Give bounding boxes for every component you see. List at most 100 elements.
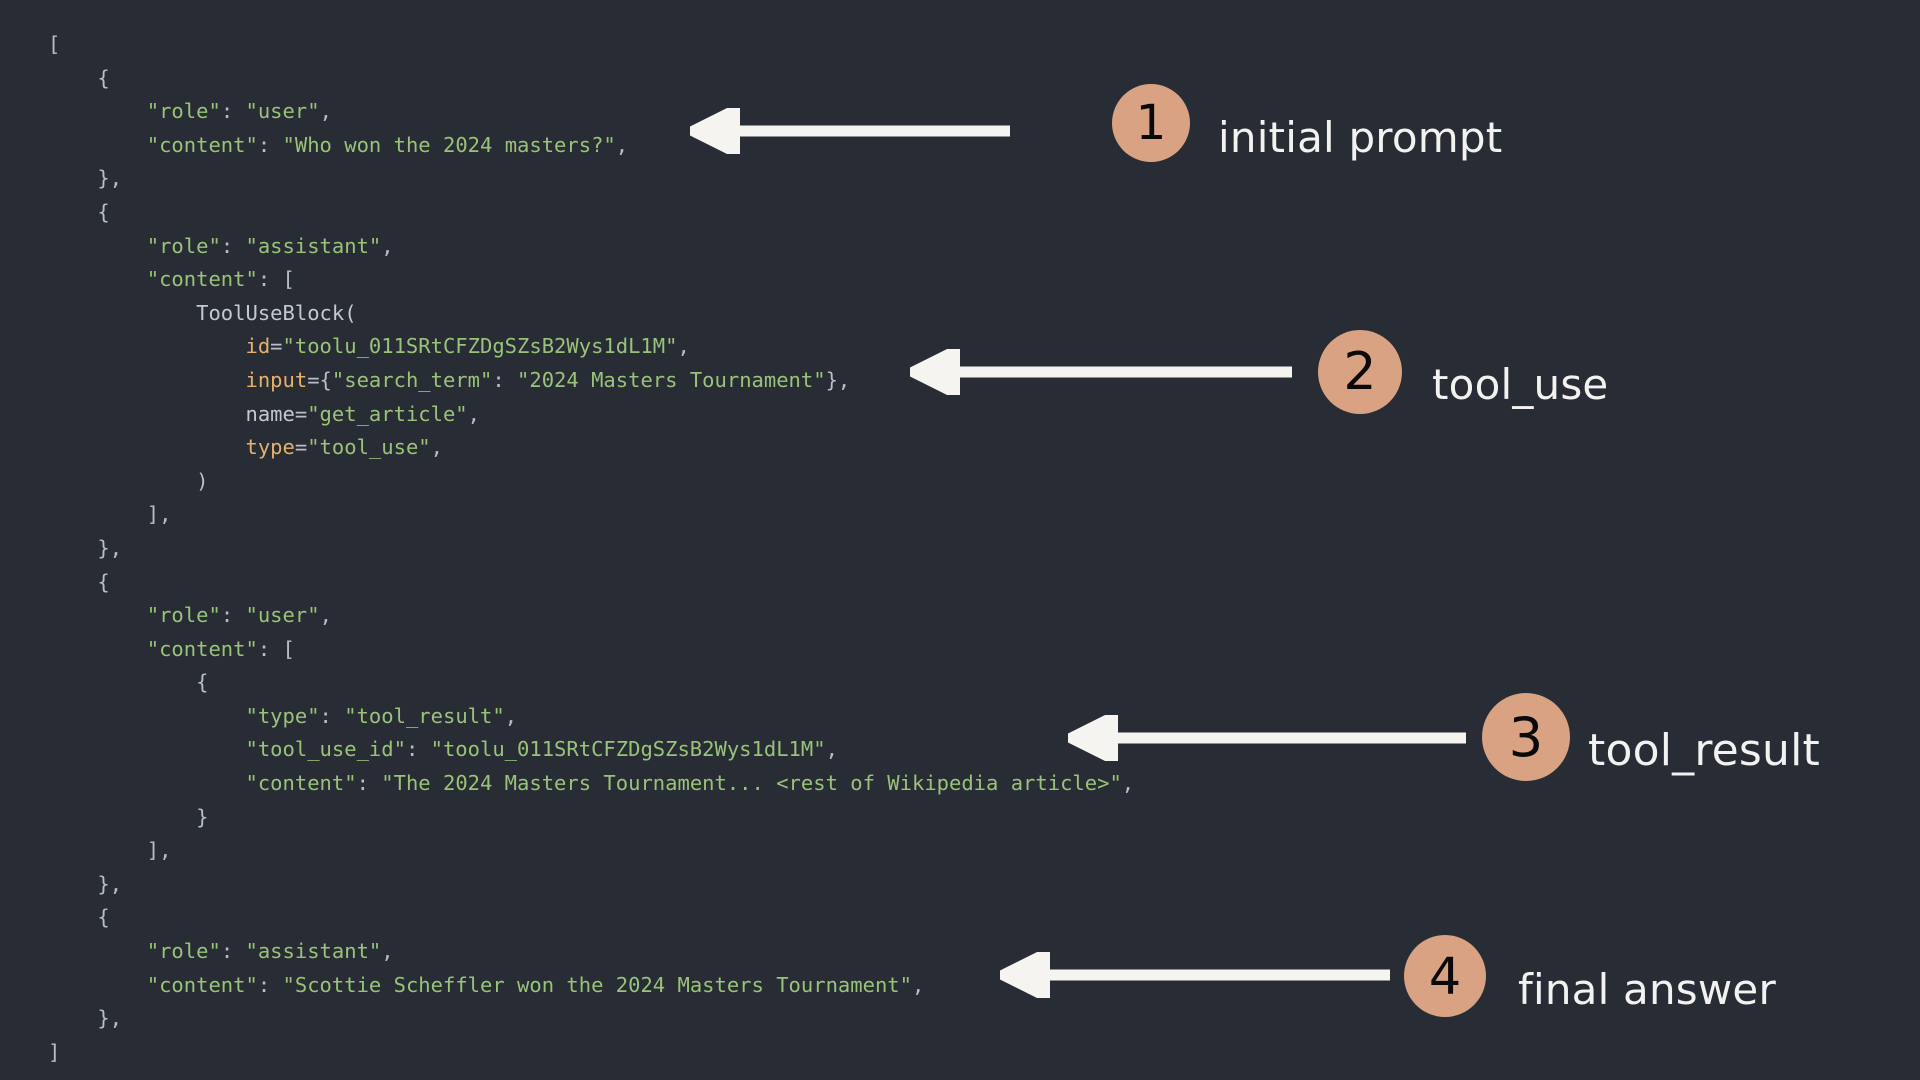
code-line: ],: [48, 834, 1920, 868]
code-token-punc: [: [48, 32, 61, 56]
code-token-punc: :: [257, 267, 283, 292]
code-line: },: [48, 162, 1920, 196]
code-indent: [48, 905, 97, 929]
code-line: {: [48, 62, 1920, 96]
code-token-punc: :: [220, 99, 246, 124]
code-indent: [48, 334, 245, 358]
code-token-punc: :: [220, 603, 246, 628]
code-line: ToolUseBlock(: [48, 297, 1920, 331]
code-token-str: "user": [245, 99, 320, 124]
code-token-str: "tool_use_id": [245, 737, 406, 762]
code-line: },: [48, 868, 1920, 902]
code-token-str: "role": [146, 233, 221, 258]
code-token-punc: ,: [381, 939, 394, 964]
code-token-kw: type: [245, 435, 295, 460]
code-line: ): [48, 465, 1920, 499]
code-indent: [48, 737, 245, 761]
code-token-str: "The 2024 Masters Tournament... <rest of…: [381, 771, 1122, 796]
code-line: "tool_use_id": "toolu_011SRtCFZDgSZsB2Wy…: [48, 733, 1920, 767]
code-line: "type": "tool_result",: [48, 700, 1920, 734]
code-token-punc: },: [97, 1006, 123, 1031]
code-token-name: name: [245, 401, 295, 426]
code-line: "content": [: [48, 633, 1920, 667]
code-token-op: =: [307, 367, 320, 392]
code-indent: [48, 771, 245, 795]
code-token-str: "toolu_011SRtCFZDgSZsB2Wys1dL1M": [282, 334, 678, 359]
code-token-str: "content": [245, 771, 357, 796]
code-token-punc: :: [257, 636, 283, 661]
code-indent: [48, 570, 97, 594]
code-line: id="toolu_011SRtCFZDgSZsB2Wys1dL1M",: [48, 330, 1920, 364]
code-token-punc: :: [220, 233, 246, 258]
code-line: name="get_article",: [48, 398, 1920, 432]
code-token-punc: },: [97, 535, 123, 560]
code-token-op: =: [294, 435, 308, 460]
code-indent: [48, 704, 245, 728]
code-token-punc: :: [257, 132, 283, 157]
code-token-punc: :: [492, 367, 518, 392]
code-line: "role": "user",: [48, 95, 1920, 129]
code-token-punc: },: [97, 871, 123, 896]
code-token-punc: {: [97, 905, 110, 930]
code-token-str: "2024 Masters Tournament": [517, 367, 826, 392]
code-token-punc: {: [97, 199, 110, 224]
code-token-str: "type": [245, 703, 320, 728]
code-indent: [48, 435, 245, 459]
code-line: ]: [48, 1036, 1920, 1070]
code-token-punc: ],: [146, 838, 172, 863]
code-token-punc: ,: [381, 233, 394, 258]
code-token-kw: input: [245, 367, 308, 392]
code-token-punc: ,: [319, 99, 332, 124]
code-indent: [48, 402, 245, 426]
code-indent: [48, 838, 147, 862]
code-line: "role": "assistant",: [48, 935, 1920, 969]
code-line: {: [48, 666, 1920, 700]
code-token-punc: {: [196, 670, 209, 695]
code-token-punc: ,: [504, 703, 518, 728]
code-indent: [48, 133, 147, 157]
code-token-punc: },: [97, 166, 123, 191]
code-token-kw: id: [245, 334, 271, 359]
code-indent: [48, 469, 196, 493]
code-line: {: [48, 196, 1920, 230]
code-token-op: =: [270, 334, 283, 359]
code-token-str: "content": [146, 132, 258, 157]
code-token-str: "user": [245, 603, 320, 628]
code-token-str: "content": [146, 267, 258, 292]
code-indent: [48, 670, 196, 694]
code-token-punc: ,: [911, 972, 925, 997]
code-indent: [48, 939, 147, 963]
code-line: "content": [: [48, 263, 1920, 297]
code-indent: [48, 603, 147, 627]
code-token-str: "role": [146, 939, 221, 964]
code-indent: [48, 637, 147, 661]
code-token-punc: {: [97, 569, 110, 594]
code-token-str: "tool_use": [307, 435, 431, 460]
code-token-str: "assistant": [245, 939, 382, 964]
code-token-str: "assistant": [245, 233, 382, 258]
code-line: },: [48, 1002, 1920, 1036]
code-token-str: "Scottie Scheffler won the 2024 Masters …: [282, 972, 912, 997]
code-token-punc: :: [257, 972, 283, 997]
code-indent: [48, 805, 196, 829]
code-token-punc: :: [405, 737, 431, 762]
code-token-str: "content": [146, 972, 258, 997]
code-token-punc: :: [319, 703, 345, 728]
code-indent: [48, 234, 147, 258]
code-indent: [48, 166, 97, 190]
code-token-punc: ,: [430, 435, 443, 460]
code-line: type="tool_use",: [48, 431, 1920, 465]
code-line: {: [48, 901, 1920, 935]
code-line: "role": "user",: [48, 599, 1920, 633]
code-token-str: "tool_result": [344, 703, 505, 728]
code-line: [: [48, 28, 1920, 62]
code-indent: [48, 1006, 97, 1030]
code-token-str: "search_term": [331, 367, 493, 392]
code-line: }: [48, 801, 1920, 835]
code-line: "content": "The 2024 Masters Tournament.…: [48, 767, 1920, 801]
code-token-punc: {: [97, 65, 110, 90]
code-token-punc: [: [282, 636, 295, 661]
code-token-str: "Who won the 2024 masters?": [282, 132, 616, 157]
code-token-punc: :: [356, 771, 382, 796]
code-token-punc: ,: [319, 603, 332, 628]
